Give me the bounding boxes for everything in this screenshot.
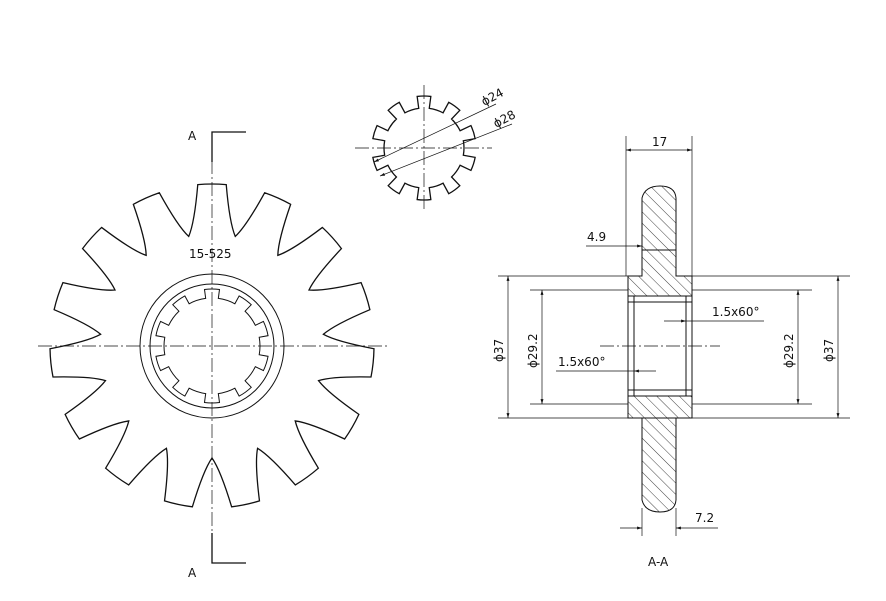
dia-292-left-label: ϕ29.2 xyxy=(526,333,540,368)
front-view: A A 15-525 xyxy=(38,129,390,580)
dia-292-right-label: ϕ29.2 xyxy=(782,333,796,368)
sprocket-outline xyxy=(49,183,375,508)
section-view: ϕ37 ϕ29.2 ϕ29.2 ϕ37 17 4.9 1.5x60° 1.5x6… xyxy=(492,135,850,569)
hub-inner-circle xyxy=(149,283,275,409)
hub-bottom xyxy=(627,395,693,419)
spline-bore xyxy=(155,288,269,404)
hub-outer-circle xyxy=(139,273,285,419)
offset-49-label: 4.9 xyxy=(587,230,606,244)
section-marker-top xyxy=(211,131,246,162)
chamfer-left-label: 1.5x60° xyxy=(558,355,605,369)
tooth-bottom xyxy=(641,417,677,513)
section-marker-bottom xyxy=(211,533,246,564)
detail-spline-outline xyxy=(372,95,476,201)
dia-37-left-label: ϕ37 xyxy=(492,339,506,362)
tooth-width-label: 7.2 xyxy=(695,511,714,525)
bore xyxy=(627,295,693,397)
dia-24-label: ϕ24 xyxy=(479,85,506,108)
chamfer-right-label: 1.5x60° xyxy=(712,305,759,319)
width-17-label: 17 xyxy=(652,135,667,149)
dia-28-leader xyxy=(379,123,513,177)
dia-24-leader xyxy=(373,103,497,163)
part-code: 15-525 xyxy=(189,247,232,261)
spline-detail: ϕ24 ϕ28 xyxy=(355,85,518,212)
section-label-bottom: A xyxy=(188,566,197,580)
section-title: A-A xyxy=(648,555,669,569)
section-label-top: A xyxy=(188,129,197,143)
dia-37-right-label: ϕ37 xyxy=(822,339,836,362)
tooth-top xyxy=(641,185,677,251)
hub-top xyxy=(627,249,693,297)
